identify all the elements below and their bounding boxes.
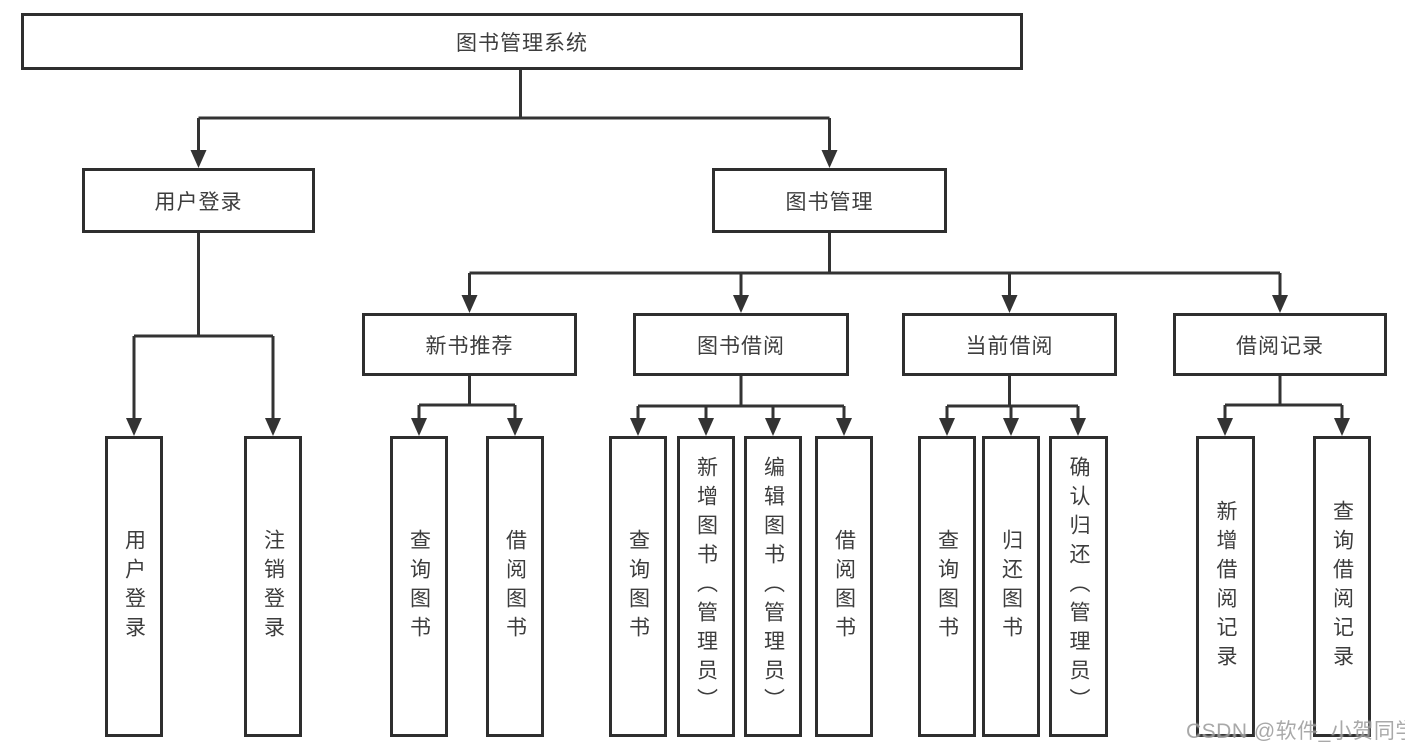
- leaf-label: 借阅图书: [832, 528, 856, 645]
- arrow-down-icon: [1070, 418, 1086, 436]
- leaf-label: 查询图书: [935, 528, 959, 645]
- node-book-management: 图书管理: [712, 168, 947, 233]
- leaf-label: 归还图书: [999, 528, 1023, 645]
- arrow-down-icon: [411, 418, 427, 436]
- arrow-down-icon: [126, 418, 142, 436]
- node-book-borrowing: 图书借阅: [633, 313, 849, 376]
- node-label: 图书管理: [785, 190, 874, 214]
- leaf-label: 编辑图书（管理员）: [761, 456, 785, 717]
- node-label: 借阅记录: [1236, 334, 1324, 358]
- leaf-borrow-add-books-admin: 新增图书（管理员）: [677, 436, 735, 737]
- leaf-label: 用户登录: [122, 528, 146, 645]
- arrow-down-icon: [1272, 295, 1288, 313]
- leaf-label: 查询图书: [407, 528, 431, 645]
- arrow-down-icon: [1003, 418, 1019, 436]
- leaf-current-query-books: 查询图书: [918, 436, 976, 737]
- node-label: 图书借阅: [697, 334, 785, 358]
- leaf-borrow-query-books: 查询图书: [609, 436, 667, 737]
- leaf-current-confirm-return-admin: 确认归还（管理员）: [1049, 436, 1108, 737]
- arrow-down-icon: [939, 418, 955, 436]
- node-label: 图书管理系统: [456, 31, 588, 55]
- leaf-label: 查询图书: [626, 528, 650, 645]
- leaf-label: 新增图书（管理员）: [694, 456, 718, 717]
- arrow-down-icon: [507, 418, 523, 436]
- node-library-management-system: 图书管理系统: [21, 13, 1023, 70]
- arrow-down-icon: [630, 418, 646, 436]
- arrow-down-icon: [698, 418, 714, 436]
- arrow-down-icon: [265, 418, 281, 436]
- arrow-down-icon: [1334, 418, 1350, 436]
- leaf-newrec-query-books: 查询图书: [390, 436, 448, 737]
- arrow-down-icon: [461, 295, 478, 313]
- node-label: 新书推荐: [425, 334, 514, 358]
- arrow-down-icon: [1217, 418, 1233, 436]
- leaf-label: 新增借阅记录: [1214, 499, 1238, 674]
- arrow-down-icon: [190, 150, 207, 168]
- arrow-down-icon: [733, 295, 749, 313]
- arrow-down-icon: [821, 150, 838, 168]
- leaf-newrec-borrow-books: 借阅图书: [486, 436, 544, 737]
- leaf-current-return-books: 归还图书: [982, 436, 1040, 737]
- node-label: 当前借阅: [965, 334, 1054, 358]
- leaf-label: 查询借阅记录: [1330, 499, 1354, 674]
- node-borrowing-records: 借阅记录: [1173, 313, 1387, 376]
- leaf-label: 注销登录: [261, 528, 285, 645]
- arrow-down-icon: [836, 418, 852, 436]
- leaf-label: 借阅图书: [503, 528, 527, 645]
- watermark-text: CSDN @软件_小贺同学: [1186, 720, 1405, 743]
- node-user-login: 用户登录: [82, 168, 315, 233]
- leaf-borrow-borrow-books: 借阅图书: [815, 436, 873, 737]
- node-current-borrowing: 当前借阅: [902, 313, 1117, 376]
- leaf-logout: 注销登录: [244, 436, 302, 737]
- arrow-down-icon: [765, 418, 781, 436]
- arrow-down-icon: [1001, 295, 1018, 313]
- leaf-records-query-record: 查询借阅记录: [1313, 436, 1371, 737]
- leaf-user-login: 用户登录: [105, 436, 163, 737]
- leaf-records-add-record: 新增借阅记录: [1196, 436, 1255, 737]
- node-label: 用户登录: [154, 190, 243, 214]
- leaf-borrow-edit-books-admin: 编辑图书（管理员）: [744, 436, 802, 737]
- leaf-label: 确认归还（管理员）: [1067, 456, 1091, 717]
- node-new-book-recommendation: 新书推荐: [362, 313, 577, 376]
